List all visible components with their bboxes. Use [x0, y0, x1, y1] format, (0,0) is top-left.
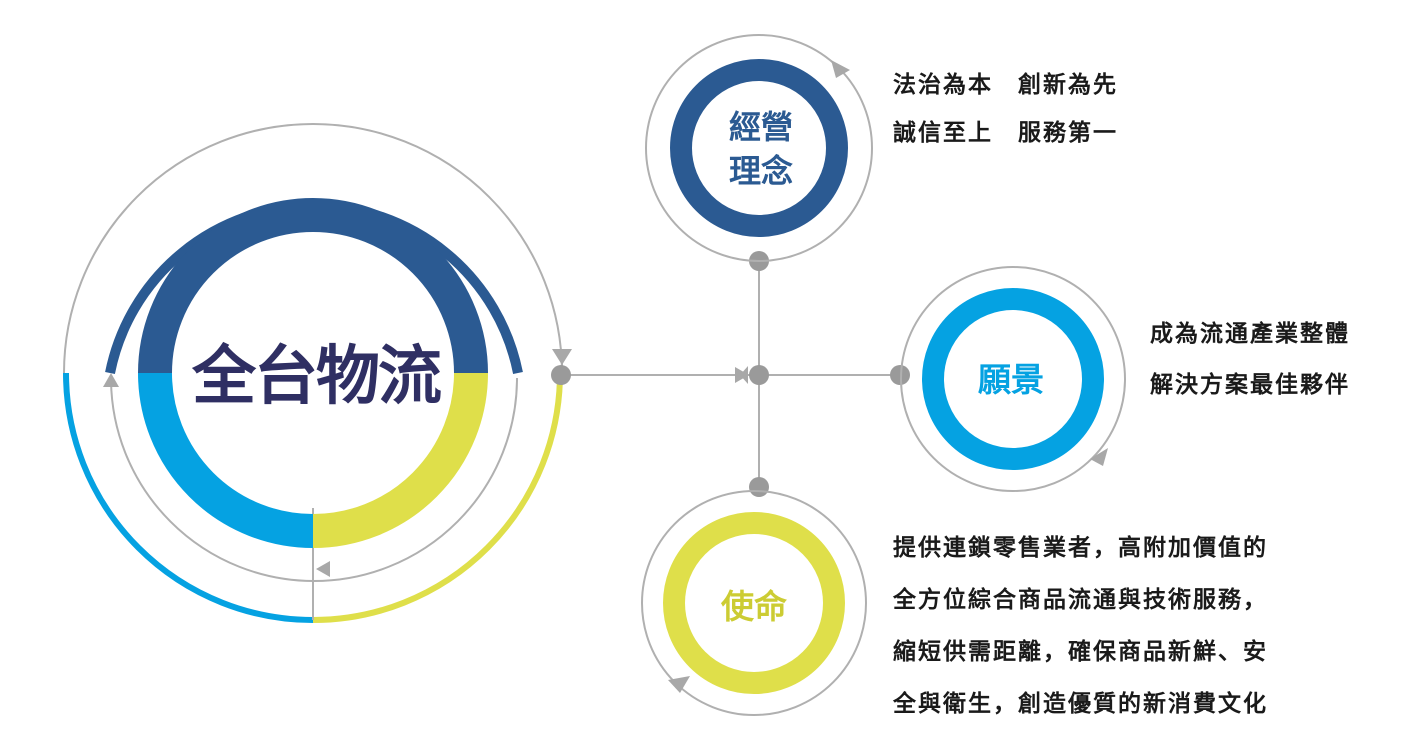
outer-gray-arc	[63, 123, 563, 374]
vision-description: 成為流通產業整體 解決方案最佳夥伴	[1150, 323, 1350, 425]
vision-node	[890, 365, 910, 385]
philosophy-title-line-1: 經營	[729, 108, 793, 146]
main-ring-top	[138, 198, 488, 374]
mission-line: 全與衛生，創造優質的新消費文化	[893, 691, 1268, 717]
philosophy-circle: 經營 理念	[645, 34, 873, 262]
mission-line: 提供連鎖零售業者，高附加價值的	[893, 535, 1268, 561]
main-ring-bottom-left	[138, 372, 314, 548]
philosophy-line: 法治為本 創新為先	[893, 72, 1118, 98]
center-emblem: 全台物流	[63, 123, 572, 623]
vision-arrow-icon	[1090, 448, 1108, 466]
start-node	[551, 365, 571, 385]
outer-arc-arrow-icon	[552, 349, 572, 365]
hub-node	[749, 365, 769, 385]
vision-ring	[922, 288, 1104, 470]
philosophy-title-line-2: 理念	[729, 152, 793, 190]
brand-name: 全台物流	[191, 340, 441, 414]
mission-node	[749, 477, 769, 497]
mission-line: 縮短供需距離，確保商品新鮮、安	[893, 639, 1268, 665]
philosophy-arrow-icon	[831, 60, 850, 78]
vision-outer-ring	[900, 266, 1126, 492]
mission-description: 提供連鎖零售業者，高附加價值的 全方位綜合商品流通與技術服務， 縮短供需距離，確…	[893, 537, 1268, 745]
mission-title: 使命	[721, 587, 788, 626]
inner-left-arrow-icon	[103, 373, 119, 387]
mission-ring	[663, 512, 845, 694]
vision-line: 成為流通產業整體	[1150, 321, 1350, 347]
vision-title: 願景	[978, 360, 1044, 399]
outer-blue-arc	[63, 372, 314, 623]
vision-line: 解決方案最佳夥伴	[1150, 372, 1350, 398]
connectors	[551, 251, 910, 497]
philosophy-line: 誠信至上 服務第一	[893, 120, 1118, 146]
philosophy-ring	[670, 59, 848, 237]
philosophy-outer-ring	[645, 34, 873, 262]
mission-arrow-icon	[668, 676, 690, 693]
philosophy-description: 法治為本 創新為先 誠信至上 服務第一	[893, 74, 1118, 170]
mission-circle: 使命	[641, 490, 867, 716]
mission-outer-ring	[641, 490, 867, 716]
outer-yellow-arc	[312, 372, 563, 623]
hub-arrow-right-icon	[735, 367, 749, 383]
inner-bottom-arrow-icon	[316, 561, 330, 577]
main-ring-bottom-right	[312, 372, 488, 548]
mission-line: 全方位綜合商品流通與技術服務，	[893, 587, 1268, 613]
vision-circle: 願景	[900, 266, 1126, 492]
